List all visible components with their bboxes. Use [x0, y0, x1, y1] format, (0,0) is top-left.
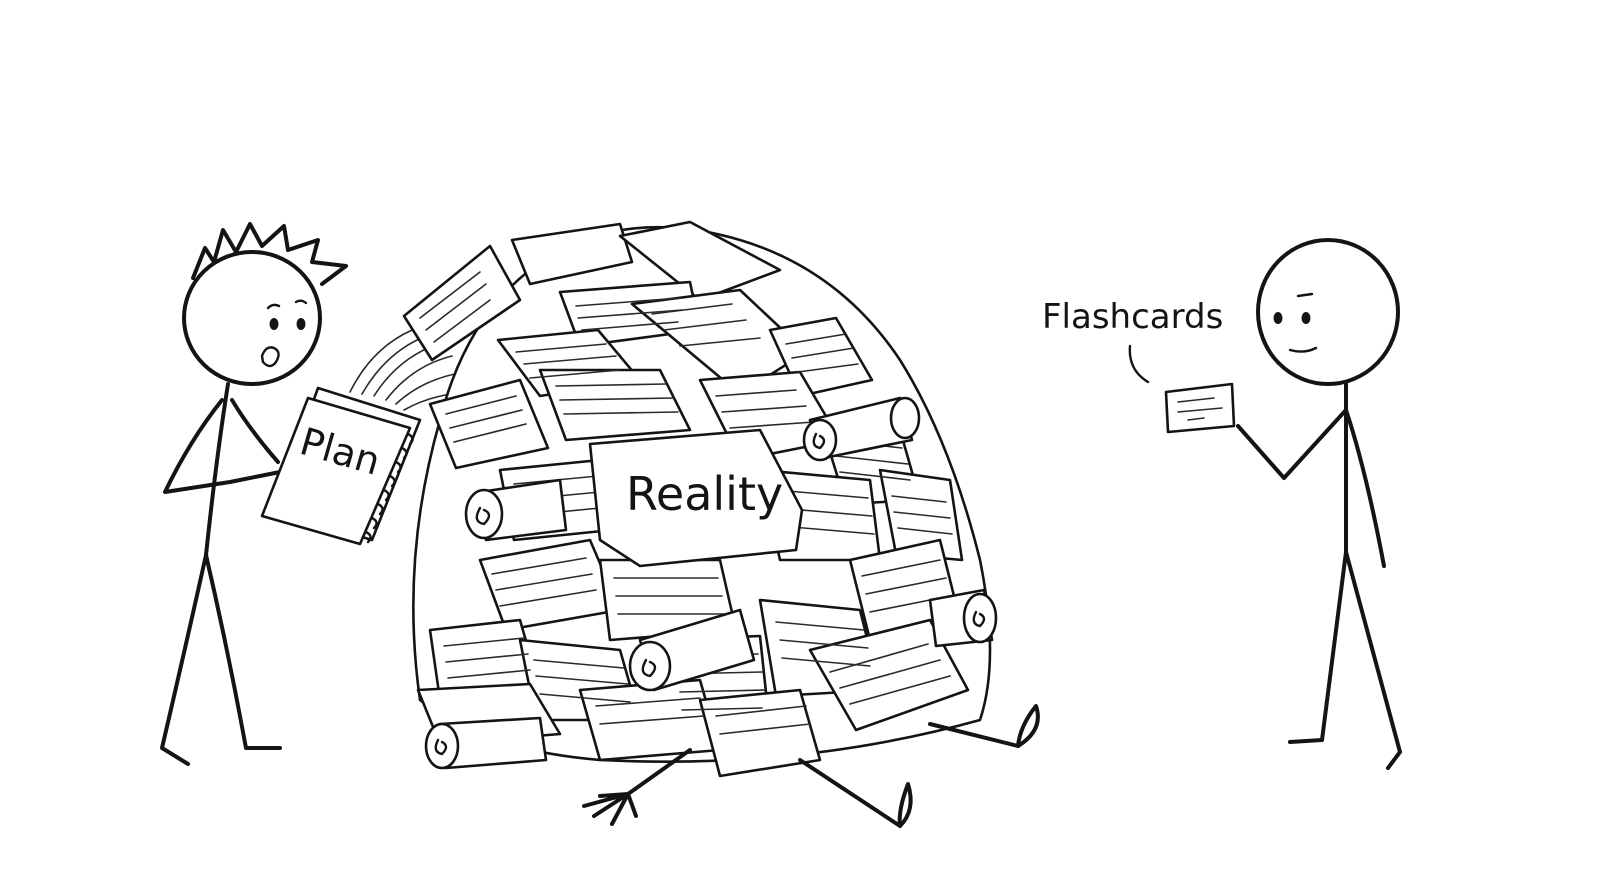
eye: [296, 318, 306, 330]
reality-sheet: [588, 428, 804, 568]
buried-stick-figure: [582, 704, 1040, 828]
plan-notebook: Plan: [260, 329, 479, 546]
buried-leg: [928, 722, 1020, 748]
scroll-roll: [424, 716, 548, 770]
leg: [1344, 550, 1402, 770]
flashcard: Flashcards: [1042, 297, 1236, 434]
paper-scribbles: [419, 271, 953, 735]
reality-paper-pile: Reality: [402, 220, 998, 778]
worried-stick-figure: [160, 222, 348, 766]
calm-stick-figure: [1236, 238, 1402, 770]
buried-leg: [798, 758, 902, 828]
flashcard-lines: [1177, 397, 1223, 421]
leg: [204, 553, 282, 750]
scroll-roll: [628, 608, 756, 692]
scroll-roll: [464, 478, 568, 542]
arm: [230, 398, 280, 464]
buried-arm: [626, 748, 692, 796]
buried-foot: [1016, 704, 1040, 748]
leg: [1288, 550, 1348, 744]
leg: [160, 553, 208, 766]
smile-mouth: [1288, 346, 1318, 353]
flashcards-label: Flashcards: [1042, 297, 1223, 337]
worried-mouth: [260, 346, 280, 368]
paper-sheet: [510, 222, 634, 286]
buried-hand: [582, 792, 638, 826]
eye: [1301, 312, 1311, 324]
eyebrow: [266, 303, 281, 310]
paper-sheet: [618, 220, 782, 302]
scroll-roll: [928, 588, 998, 648]
paper-sheet: [428, 378, 550, 470]
eye: [269, 318, 279, 330]
flashcard-card: [1164, 382, 1236, 434]
eyebrow: [1296, 292, 1314, 298]
torso: [204, 382, 230, 557]
arm: [1236, 408, 1348, 480]
head: [182, 250, 322, 386]
buried-foot: [897, 782, 913, 828]
scroll-roll: [802, 396, 921, 462]
eye: [1273, 312, 1283, 324]
arm: [163, 398, 292, 494]
arm: [1344, 408, 1386, 568]
flashcard-pointer: [1128, 344, 1150, 384]
paper-sheet: [698, 688, 822, 778]
reality-label: Reality: [626, 467, 783, 521]
spiral-binding: [364, 432, 414, 544]
eyebrow: [294, 299, 308, 305]
notebook-front-cover: [260, 396, 412, 546]
head: [1256, 238, 1400, 386]
